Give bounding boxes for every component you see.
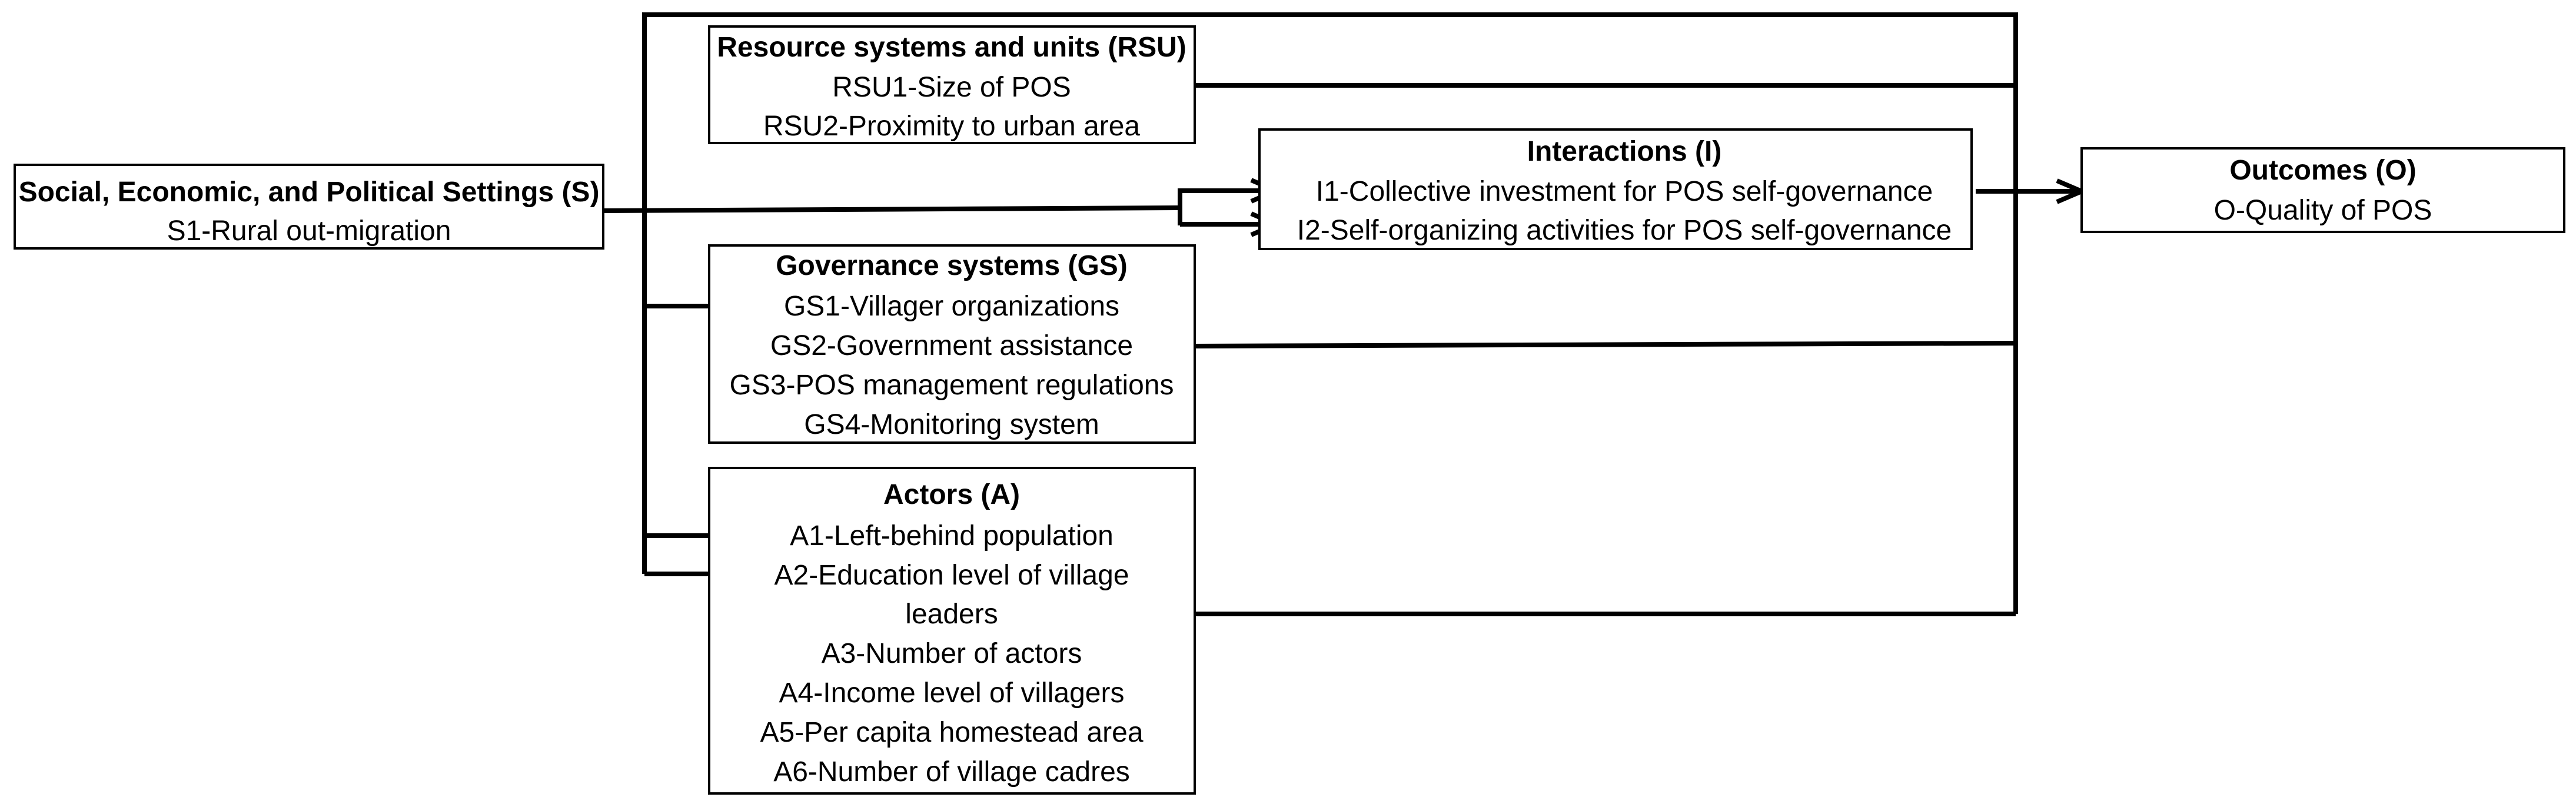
governance-item: GS3-POS management regulations	[729, 370, 1174, 401]
actors-item: A3-Number of actors	[822, 638, 1082, 669]
actors-item: A2-Education level of village	[774, 560, 1129, 591]
actors-item: A5-Per capita homestead area	[760, 717, 1143, 748]
gs-to-bus-line	[1194, 341, 2016, 348]
actors-title: Actors (A)	[883, 479, 1020, 510]
governance-item: GS4-Monitoring system	[804, 409, 1099, 440]
rsu-box: Resource systems and units (RSU) RSU1-Si…	[708, 25, 1196, 144]
actors-item: leaders	[905, 599, 998, 630]
governance-title: Governance systems (GS)	[776, 250, 1128, 281]
settings-title: Social, Economic, and Political Settings…	[19, 177, 600, 208]
outcomes-box: Outcomes (O) O-Quality of POS	[2080, 147, 2565, 233]
connectors	[603, 12, 2082, 616]
actors-box: Actors (A) A1-Left-behind population A2-…	[708, 467, 1196, 795]
rsu-item: RSU1-Size of POS	[832, 72, 1071, 103]
interactions-box: Interactions (I) I1-Collective investmen…	[1258, 128, 1973, 250]
outcomes-title: Outcomes (O)	[2229, 155, 2416, 186]
actors-item: A6-Number of village cadres	[773, 756, 1130, 788]
settings-box: Social, Economic, and Political Settings…	[14, 164, 604, 250]
rsu-item: RSU2-Proximity to urban area	[763, 111, 1141, 142]
governance-item: GS2-Government assistance	[770, 330, 1133, 361]
interactions-item: I1-Collective investment for POS self-go…	[1316, 176, 1933, 207]
governance-item: GS1-Villager organizations	[784, 291, 1119, 322]
governance-box: Governance systems (GS) GS1-Villager org…	[708, 244, 1196, 444]
settings-to-interactions-line	[603, 205, 1181, 213]
rsu-title: Resource systems and units (RSU)	[717, 32, 1186, 63]
frame-line	[642, 12, 2018, 614]
settings-item: S1-Rural out-migration	[167, 215, 451, 247]
actors-item: A1-Left-behind population	[790, 520, 1114, 552]
outcomes-item: O-Quality of POS	[2214, 195, 2432, 226]
interactions-title: Interactions (I)	[1527, 136, 1722, 167]
actors-item: A4-Income level of villagers	[779, 678, 1125, 709]
interactions-item: I2-Self-organizing activities for POS se…	[1297, 215, 1952, 246]
